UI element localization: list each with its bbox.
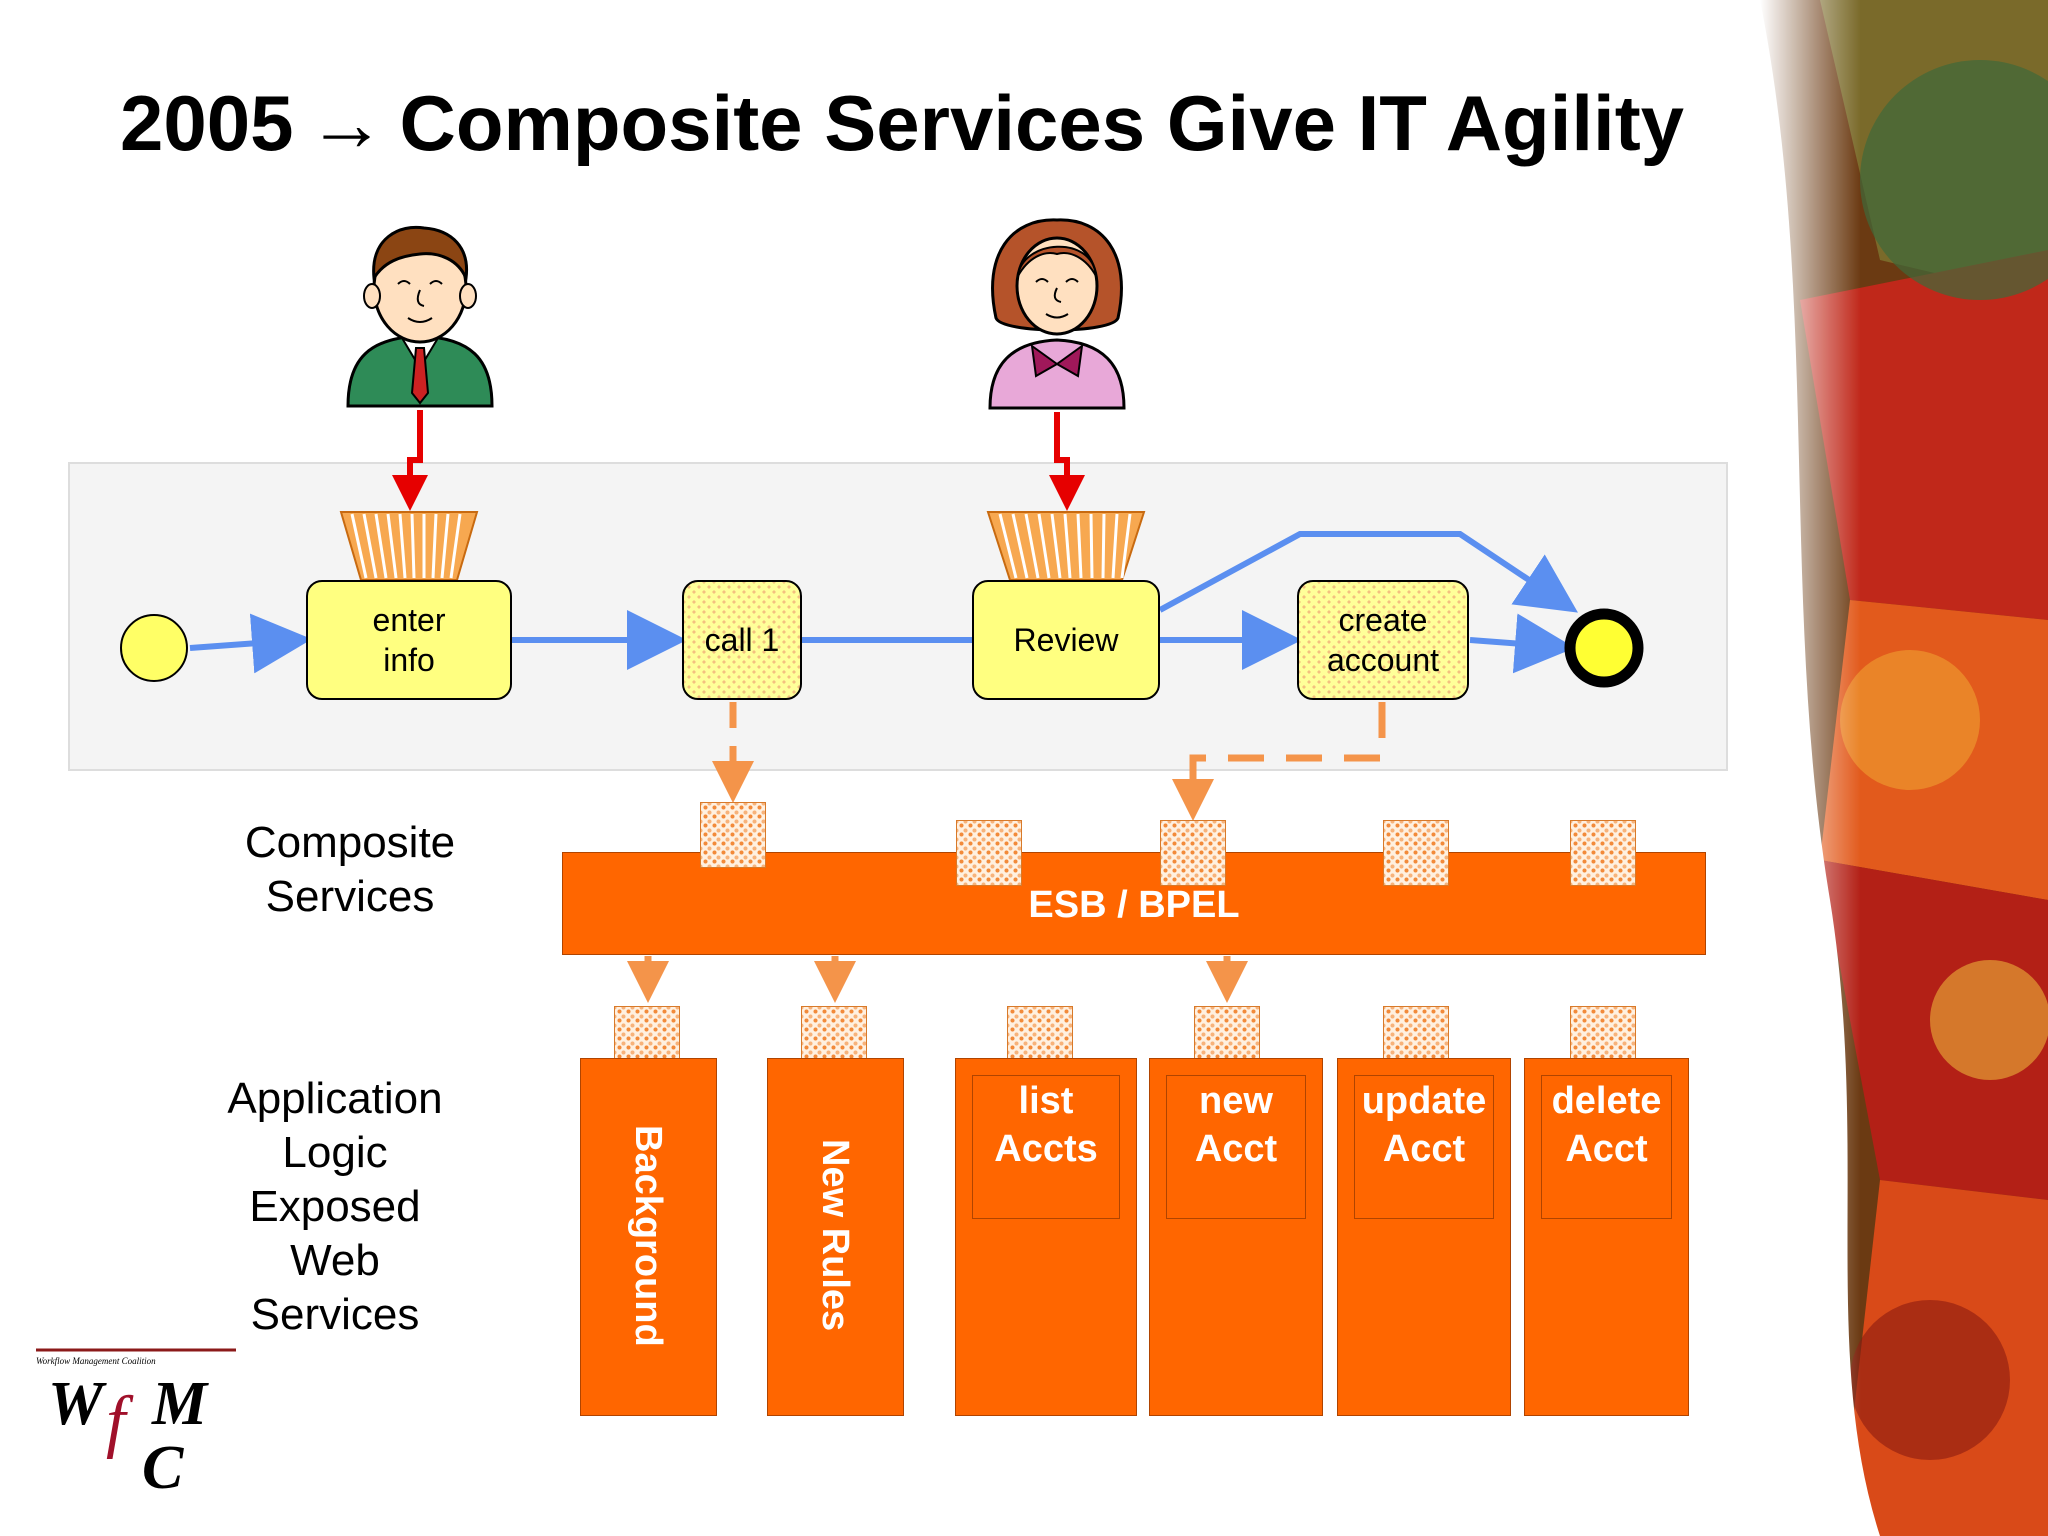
svg-text:W: W <box>48 1370 107 1438</box>
application-logic-label: Application Logic Exposed Web Services <box>200 1072 470 1342</box>
flow-start-enter <box>189 613 312 674</box>
composite-services-line1: Composite <box>244 818 456 867</box>
new-acct-line1: new <box>1199 1080 1273 1122</box>
end-event <box>1564 608 1644 688</box>
list-accts-line2: Accts <box>994 1128 1098 1170</box>
title-year: 2005 <box>120 79 294 167</box>
man-user-icon <box>346 225 494 408</box>
task-enter-info-line2: info <box>383 642 435 678</box>
service-list-accts[interactable]: list Accts <box>955 1058 1137 1416</box>
application-logic-line2: Logic <box>282 1128 388 1177</box>
esb-port-4[interactable] <box>1383 820 1449 886</box>
service-delete-acct-label: delete Acct <box>1525 1077 1688 1173</box>
esb-bpel-label: ESB / BPEL <box>1028 884 1240 926</box>
service-new-acct-frame <box>1166 1075 1306 1219</box>
woman-user-icon <box>988 218 1126 410</box>
service-list-accts-frame <box>972 1075 1120 1219</box>
list-accts-line1: list <box>1018 1080 1074 1122</box>
esb-bpel-bar[interactable] <box>562 852 1706 955</box>
service-update-acct-label: update Acct <box>1338 1077 1510 1173</box>
task-review-label: Review <box>1013 622 1119 658</box>
human-task-funnel-2 <box>986 511 1146 581</box>
service-new-rules[interactable]: New Rules <box>767 1058 904 1416</box>
svg-text:M: M <box>151 1370 209 1438</box>
task-create-account-line2: account <box>1326 642 1440 678</box>
task-call-1-label: call 1 <box>704 622 780 658</box>
update-acct-line1: update <box>1361 1080 1487 1122</box>
flow-create-end <box>1469 613 1575 674</box>
human-task-funnel-1 <box>339 511 479 581</box>
svg-text:f: f <box>106 1383 134 1460</box>
task-enter-info-line1: enter <box>372 602 446 638</box>
application-logic-line4: Web <box>290 1236 380 1285</box>
esb-port-1[interactable] <box>700 802 766 868</box>
service-update-acct-frame <box>1354 1075 1494 1219</box>
decorative-background-art <box>1760 0 2048 1536</box>
task-create-account-line1: create <box>1338 602 1428 638</box>
task-create-account[interactable]: create account <box>1297 580 1469 700</box>
application-logic-line3: Exposed <box>249 1182 421 1231</box>
esb-port-3[interactable] <box>1160 820 1226 886</box>
slide-title: 2005→Composite Services Give IT Agility <box>120 78 1770 169</box>
service-new-acct[interactable]: new Acct <box>1149 1058 1323 1416</box>
update-acct-line2: Acct <box>1382 1128 1466 1170</box>
new-acct-line2: Acct <box>1194 1128 1278 1170</box>
service-delete-acct-frame <box>1541 1075 1672 1219</box>
service-new-rules-label: New Rules <box>814 1139 856 1332</box>
service-update-acct[interactable]: update Acct <box>1337 1058 1511 1416</box>
application-logic-line1: Application <box>227 1074 443 1123</box>
arrow-right-icon: → <box>307 79 386 167</box>
human-assign-arrow-2 <box>1049 412 1085 511</box>
application-logic-line5: Services <box>250 1290 420 1339</box>
wfmc-logo-mark: Workflow Management Coalition W f M C <box>36 1348 236 1502</box>
delete-acct-line2: Acct <box>1565 1128 1648 1170</box>
wfmc-logo-tagline: Workflow Management Coalition <box>36 1356 156 1366</box>
task-review[interactable]: Review <box>972 580 1160 700</box>
task-enter-info[interactable]: enter info <box>306 580 512 700</box>
human-assign-arrow-1 <box>392 410 428 511</box>
composite-services-label: Composite Services <box>220 816 480 924</box>
create-account-to-esb-arrow <box>1172 702 1386 821</box>
esb-port-2[interactable] <box>956 820 1022 886</box>
service-list-accts-label: list Accts <box>956 1077 1136 1173</box>
flow-review-end-bypass <box>1158 531 1578 613</box>
start-event <box>120 614 188 682</box>
service-delete-acct[interactable]: delete Acct <box>1524 1058 1689 1416</box>
delete-acct-line1: delete <box>1551 1080 1662 1122</box>
title-text: Composite Services Give IT Agility <box>399 79 1685 167</box>
service-background-label: Background <box>627 1125 669 1347</box>
svg-text:C: C <box>142 1434 184 1498</box>
wfmc-logo: Workflow Management Coalition W f M C <box>30 1348 240 1502</box>
esb-port-5[interactable] <box>1570 820 1636 886</box>
task-call-1[interactable]: call 1 <box>682 580 802 700</box>
service-port-new-rules[interactable] <box>801 1006 867 1072</box>
service-background[interactable]: Background <box>580 1058 717 1416</box>
composite-services-line2: Services <box>265 872 435 921</box>
service-new-acct-label: new Acct <box>1150 1077 1322 1173</box>
